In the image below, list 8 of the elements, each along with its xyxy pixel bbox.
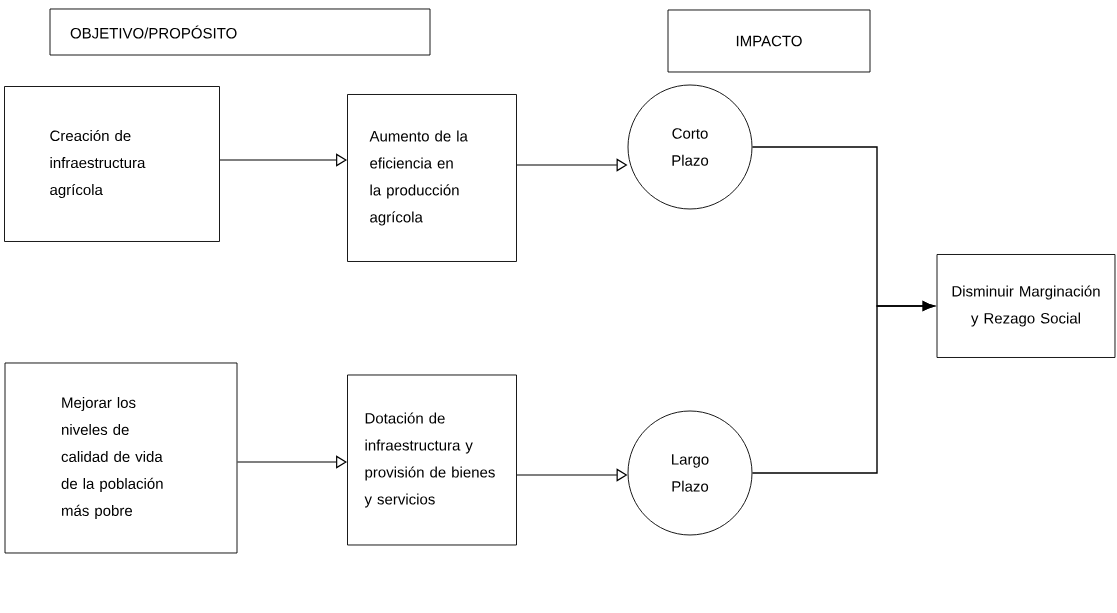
connector-arrow	[751, 301, 935, 474]
process-box: Mejorar los niveles de calidad de vida de la población más pobre	[4, 362, 238, 554]
process-box: Dotación de infraestructura y provisión de bienes y servicios	[347, 374, 517, 546]
header-box: IMPACTO	[667, 9, 871, 73]
process-box: Aumento de la eficiencia en la producción agrícola	[347, 94, 517, 262]
process-box: Creación de infraestructura agrícola	[4, 86, 220, 242]
header-box: OBJETIVO/PROPÓSITO	[49, 8, 431, 56]
result-box: Disminuir Marginación y Rezago Social	[936, 254, 1116, 358]
